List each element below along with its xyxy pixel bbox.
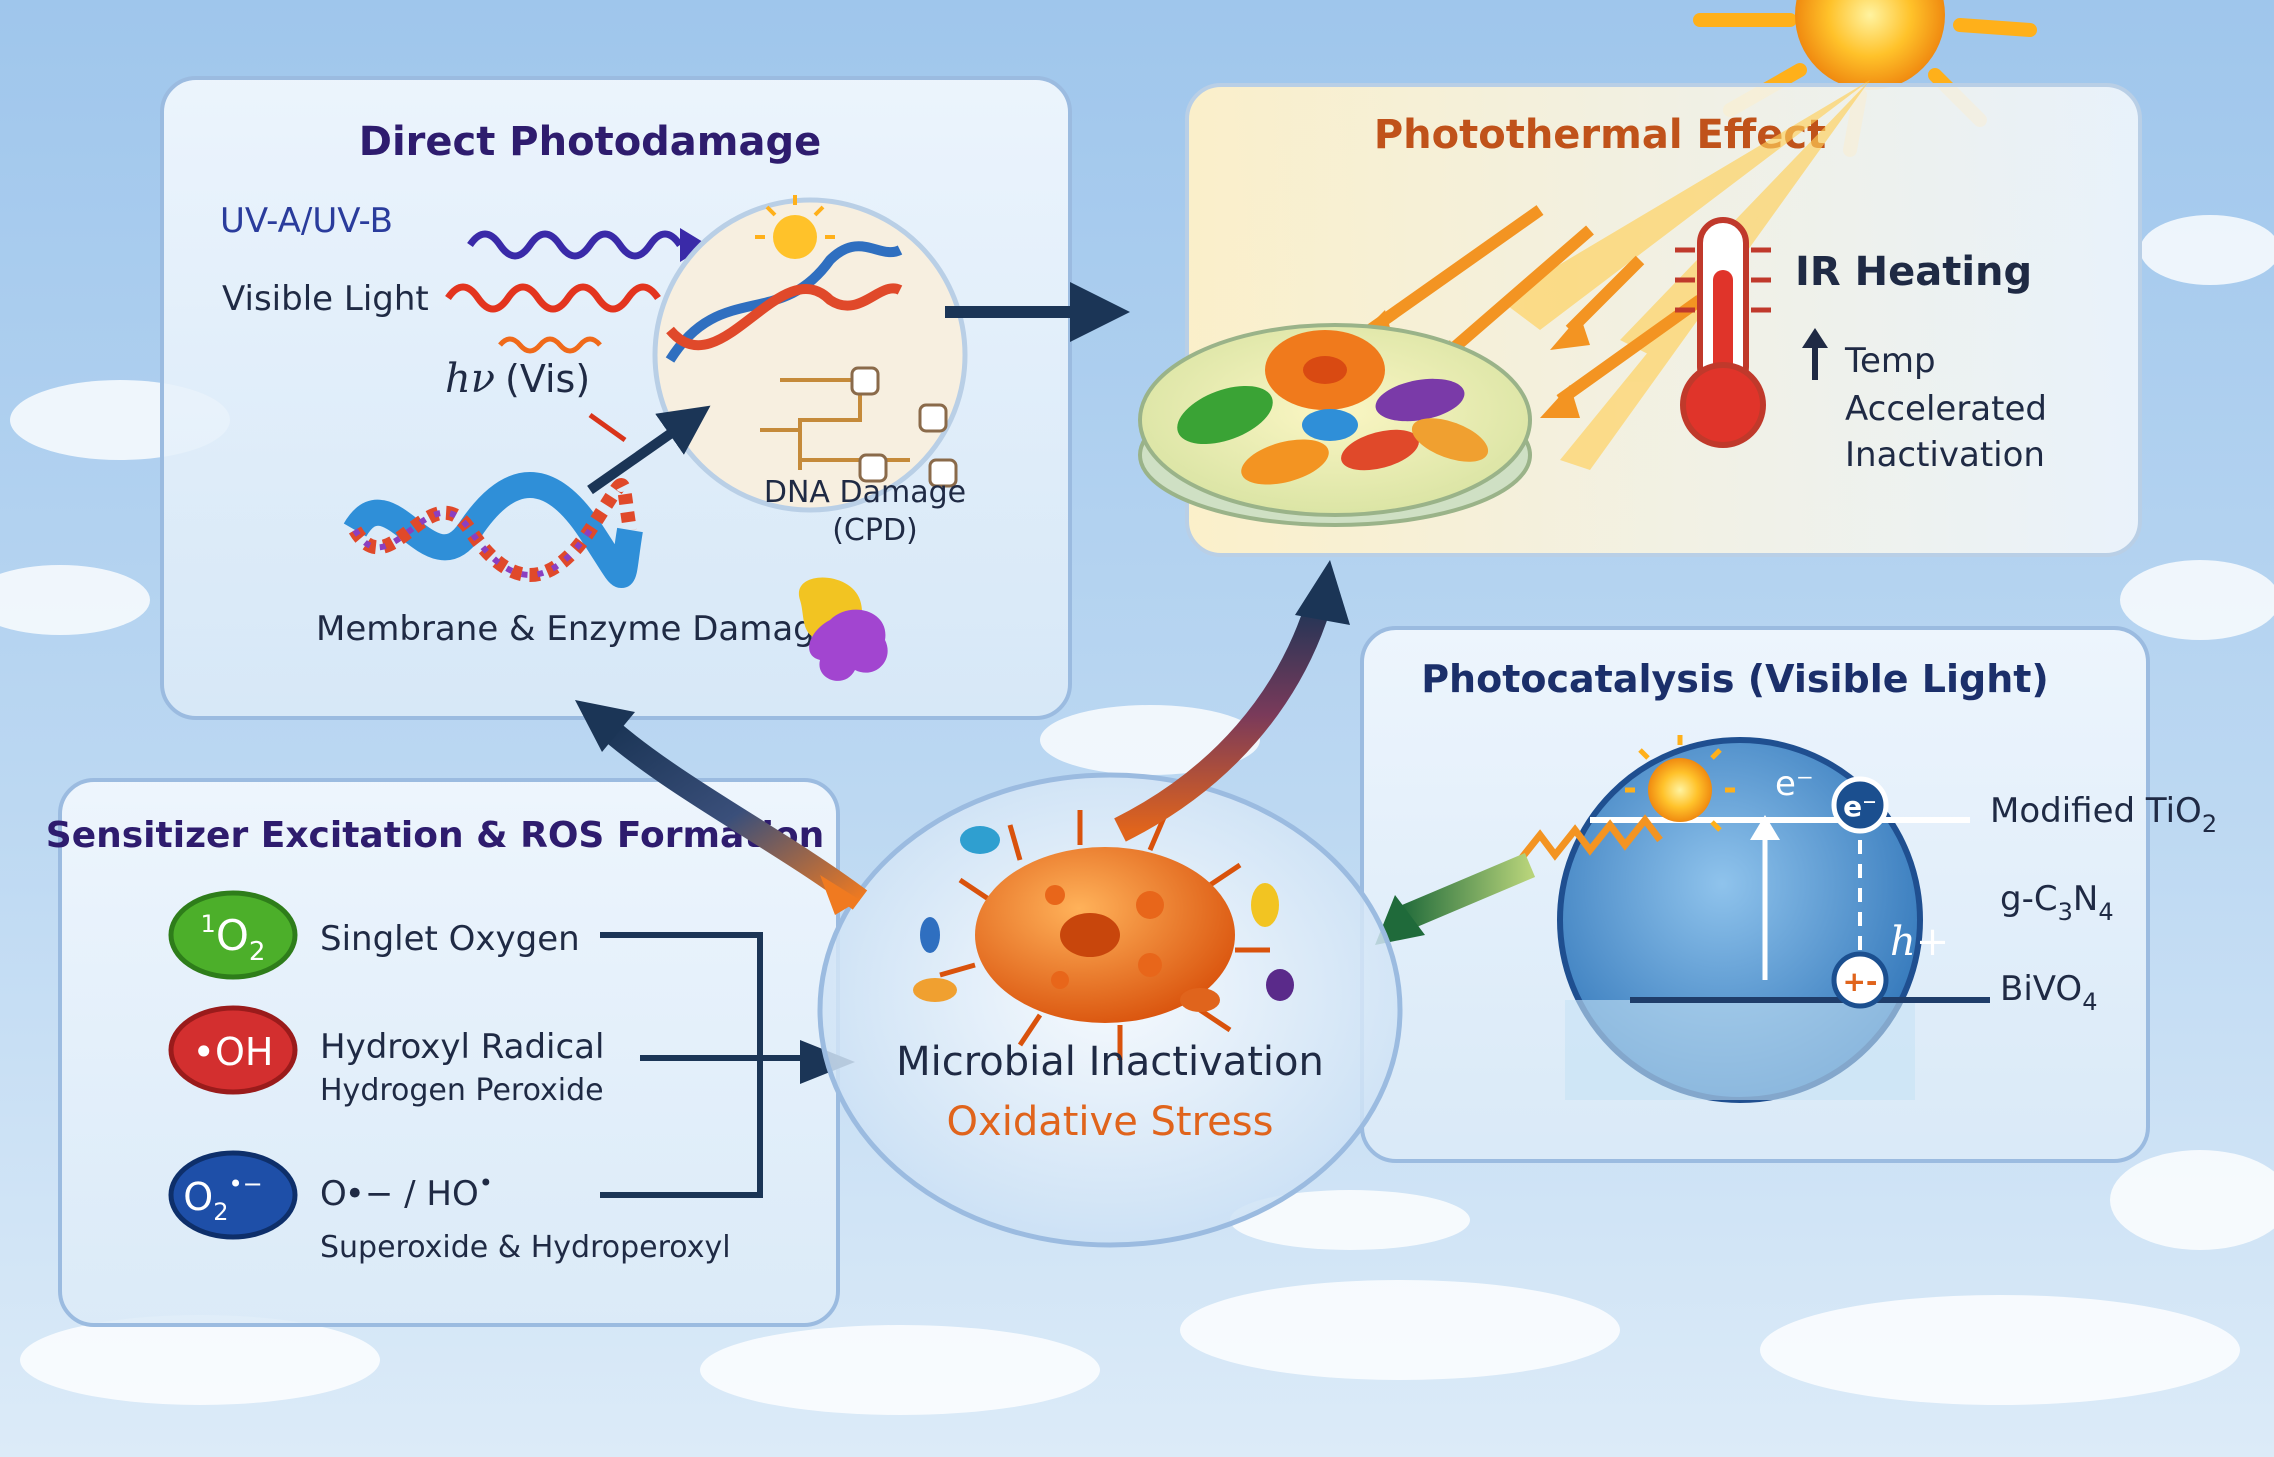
center-to-photothermal-head — [1295, 560, 1350, 625]
hole-circle-label: +- — [1842, 965, 1877, 998]
photocatalysis-panel: Photocatalysis (Visible Light) e⁻ e⁻ h+ … — [1360, 626, 2217, 1163]
bacterium-icon — [939, 810, 1270, 1060]
superoxide-row: O2•− O•− / HO• Superoxide & Hydroperoxyl — [168, 1150, 731, 1265]
zigzag-light — [1517, 814, 1663, 863]
petri-dish-icon — [1138, 323, 1532, 527]
photocatalysis-to-center-arrow — [1394, 853, 1536, 932]
photothermal-panel: Photothermal Effect — [1138, 80, 2142, 557]
singlet-oxygen-row: 1O2 Singlet Oxygen — [168, 890, 580, 980]
material-bivo4: BiVO4 — [2000, 969, 2097, 1016]
hv-wave — [498, 336, 602, 354]
direct-photodamage-title: Direct Photodamage — [359, 119, 821, 165]
uv-wave — [467, 230, 683, 260]
inactivation-label: Inactivation — [1845, 435, 2045, 475]
hole-label: h+ — [1890, 919, 1949, 965]
hv-vis-label: (Vis) — [505, 357, 590, 401]
dna-damage-label: DNA Damage — [764, 475, 966, 510]
thermometer-icon — [1675, 217, 1771, 448]
microbial-inactivation-label: Microbial Inactivation — [896, 1039, 1324, 1085]
photothermal-title: Photothermal Effect — [1374, 112, 1826, 158]
peroxide-label: Hydrogen Peroxide — [320, 1073, 604, 1108]
uv-label: UV-A/UV-B — [220, 201, 393, 241]
ros-connectors — [600, 932, 800, 1198]
small-microbes — [913, 826, 1294, 1012]
visible-light-label: Visible Light — [222, 279, 429, 319]
up-arrow-icon — [1802, 328, 1828, 380]
ray-arrows — [1366, 205, 1704, 405]
material-tio2: Modified TiO2 — [1990, 791, 2217, 838]
electron-label: e⁻ — [1775, 764, 1814, 804]
hydroxyl-badge-text: •OH — [193, 1030, 274, 1074]
hydroxyl-badge — [168, 1005, 298, 1095]
small-sun-icon — [1625, 735, 1735, 832]
center-to-direct-arrow — [602, 720, 868, 910]
direct-photodamage-panel: Direct Photodamage UV-A/UV-B Visible Lig… — [160, 76, 1072, 720]
enzyme-icon — [798, 577, 888, 681]
sensitizer-orange-head — [820, 875, 860, 915]
clouds — [0, 215, 2274, 1415]
membrane-helix-icon — [343, 472, 643, 588]
temp-label: Temp — [1844, 341, 1936, 381]
material-gc3n4: g-C3N4 — [2000, 879, 2114, 926]
center-circle: Microbial Inactivation Oxidative Stress — [817, 772, 1403, 1248]
singlet-oxygen-badge — [168, 890, 298, 980]
hydroxyl-row: •OH Hydroxyl Radical Hydrogen Peroxide — [168, 1005, 604, 1108]
center-to-photothermal-arrow — [1114, 596, 1333, 842]
photocatalysis-arrow-head — [1375, 895, 1425, 945]
visible-wave — [445, 283, 661, 313]
superoxide-formula: O•− / HO• — [320, 1169, 493, 1214]
membrane-damage-label: Membrane & Enzyme Damage — [316, 609, 836, 649]
superoxide-badge-text: O2•− — [183, 1170, 262, 1226]
center-to-direct-head — [575, 700, 635, 752]
superoxide-badge — [168, 1150, 298, 1240]
dna-damage-circle: DNA Damage (CPD) — [652, 195, 968, 548]
ir-heating-label: IR Heating — [1795, 249, 2032, 295]
oxidative-stress-label: Oxidative Stress — [947, 1099, 1274, 1145]
superoxide-label: Superoxide & Hydroperoxyl — [320, 1230, 731, 1265]
helix-to-dna-arrow — [587, 405, 711, 495]
accelerated-label: Accelerated — [1845, 389, 2047, 429]
sensitizer-panel: Sensitizer Excitation & ROS Formation 1O… — [46, 778, 855, 1327]
singlet-oxygen-label: Singlet Oxygen — [320, 919, 580, 959]
hv-pointer — [588, 412, 627, 443]
singlet-oxygen-badge-text: 1O2 — [201, 910, 266, 967]
uv-wave-head — [680, 228, 708, 262]
photocatalysis-title: Photocatalysis (Visible Light) — [1421, 657, 2049, 701]
hydroxyl-label: Hydroxyl Radical — [320, 1027, 604, 1067]
sensitizer-title: Sensitizer Excitation & ROS Formation — [46, 815, 824, 856]
hv-symbol: hν — [445, 356, 495, 402]
electron-circle-label: e⁻ — [1843, 790, 1877, 823]
cpd-label: (CPD) — [832, 513, 918, 548]
